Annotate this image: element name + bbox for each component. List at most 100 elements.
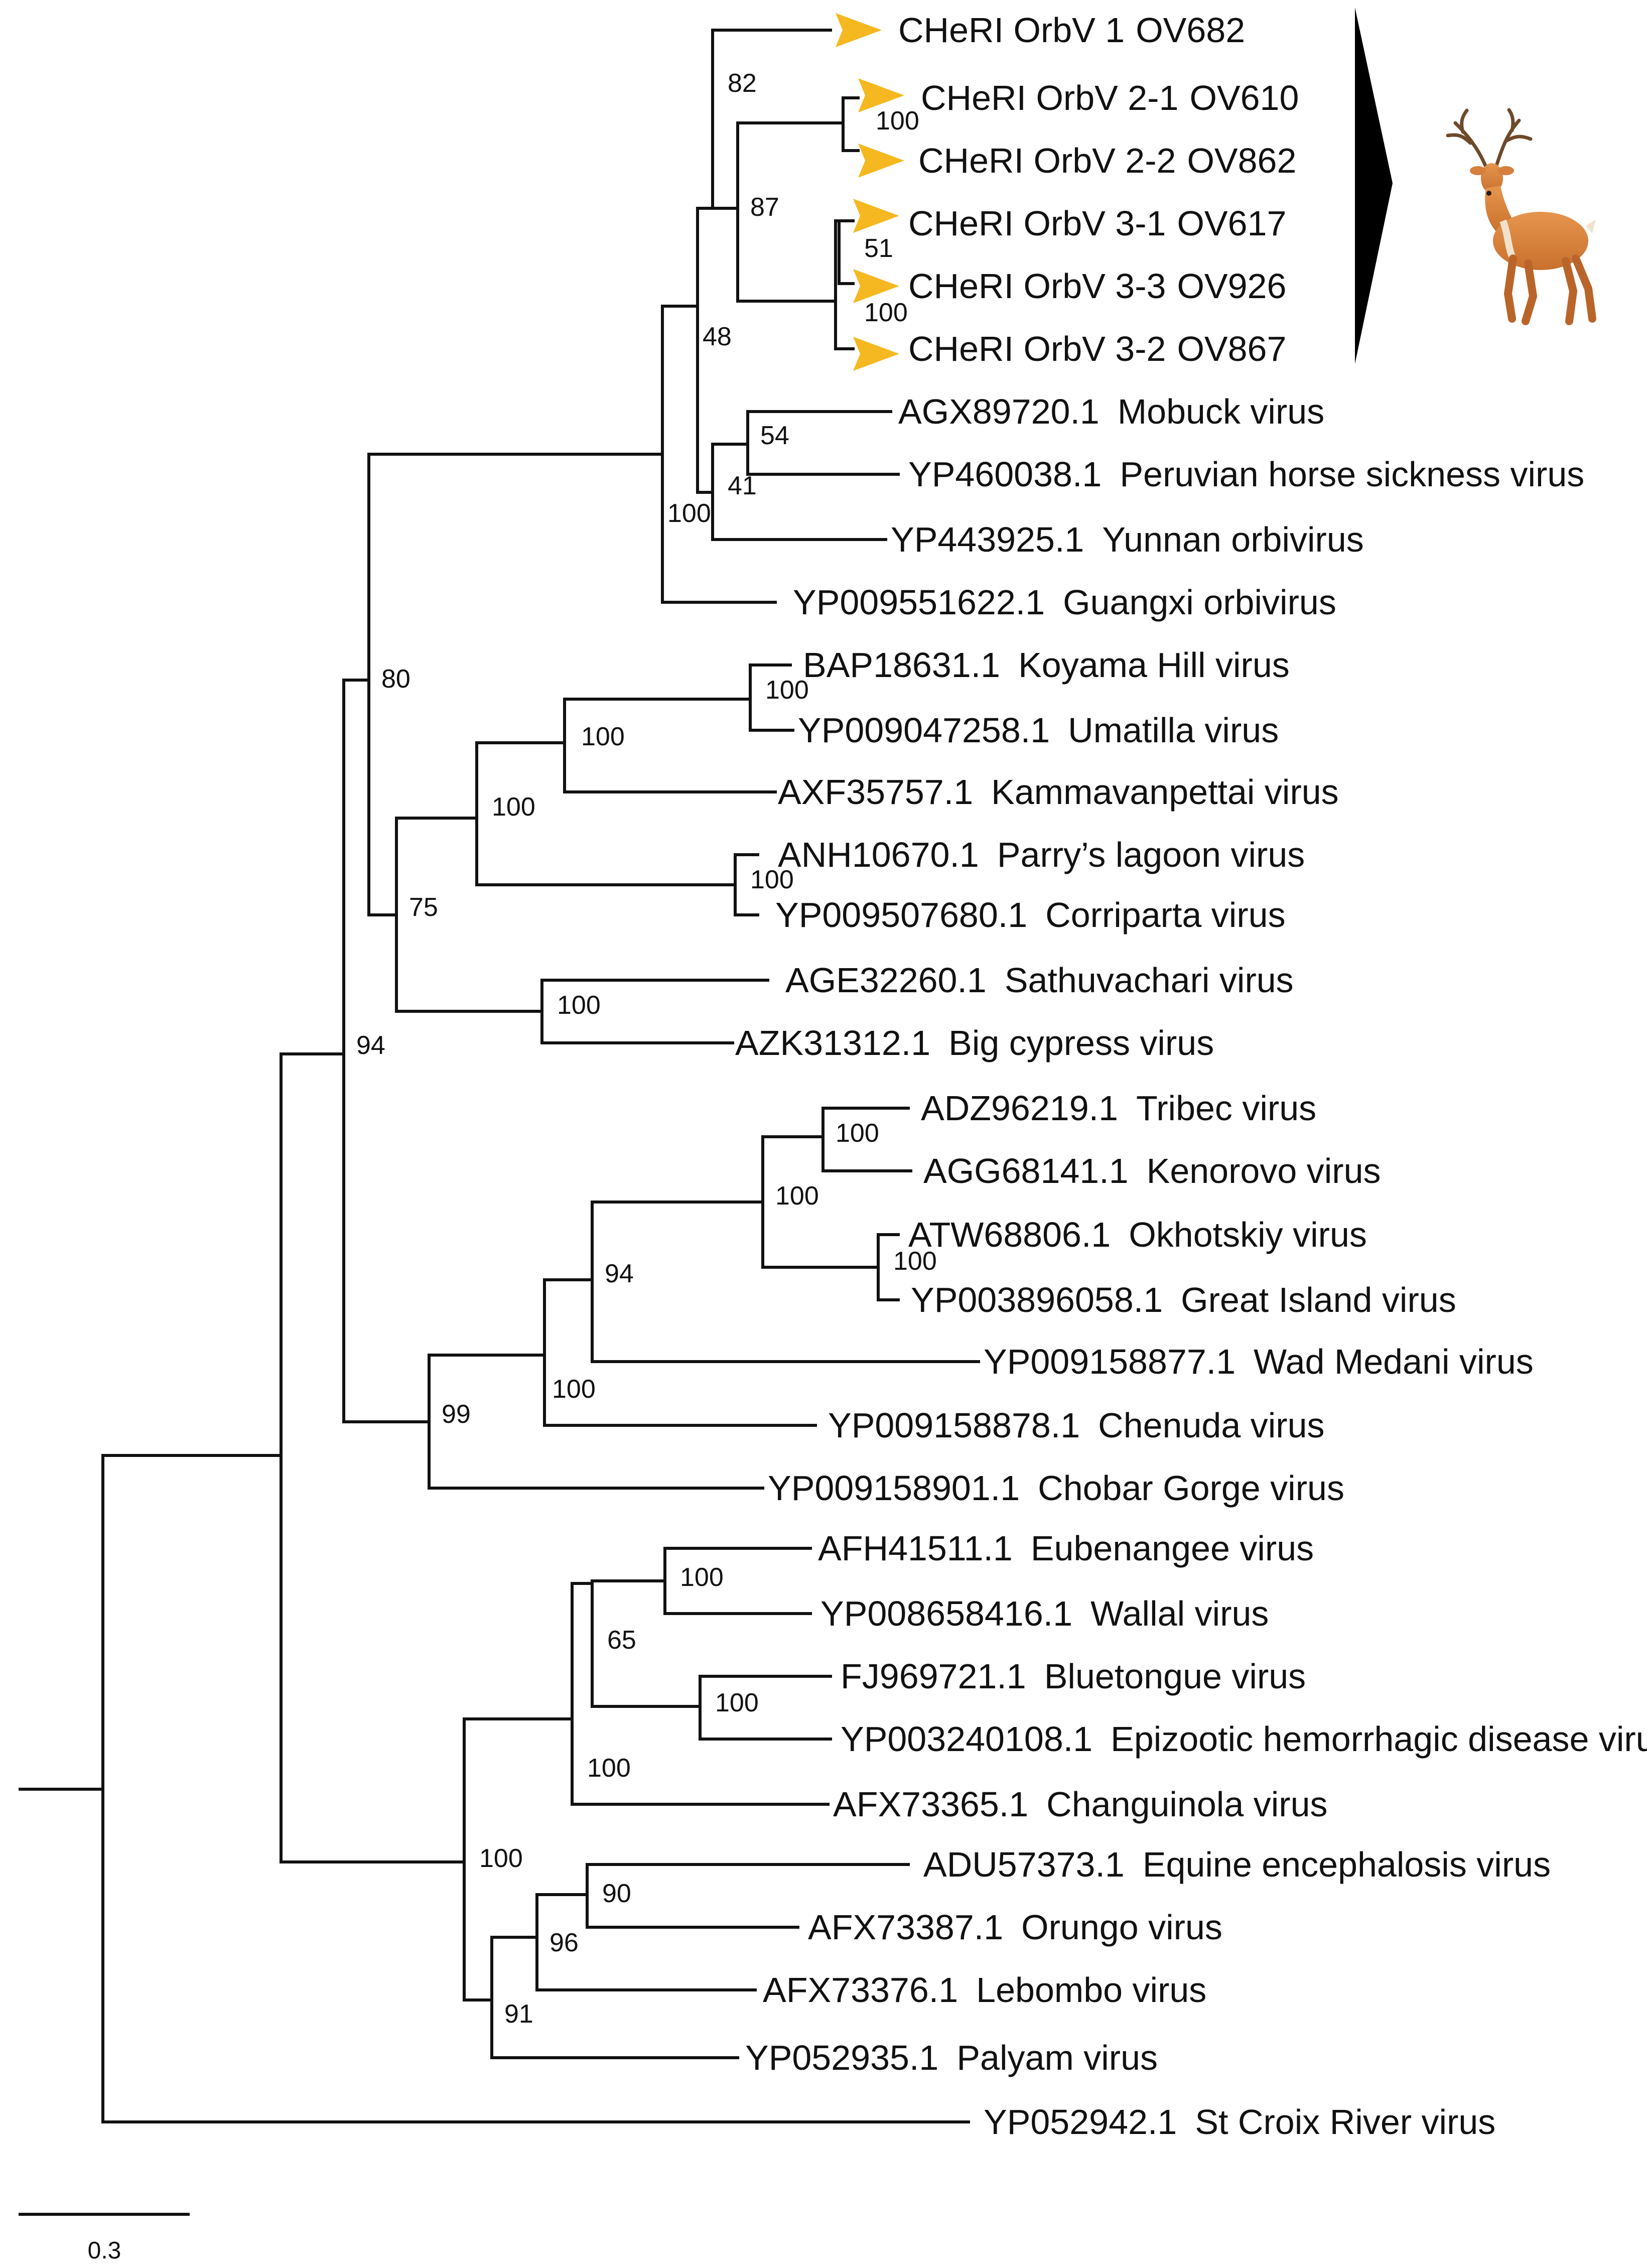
leaf-label: YP009158901.1 Chobar Gorge virus	[768, 1469, 1344, 1508]
leaf-name: Chenuda virus	[1098, 1406, 1324, 1445]
support-value: 48	[703, 322, 732, 351]
leaf-name: Okhotskiy virus	[1129, 1215, 1367, 1254]
bootstrap-support-values: 1005110087825441481001001001001001007580…	[356, 69, 937, 2029]
leaf-accession: AFX73387.1	[808, 1908, 1003, 1947]
leaf-accession: AGG68141.1	[923, 1151, 1129, 1190]
support-value: 82	[728, 69, 757, 98]
support-value: 96	[550, 1928, 579, 1957]
support-value: 100	[552, 1375, 596, 1404]
leaf-label: AGE32260.1 Sathuvachari virus	[785, 961, 1294, 1000]
leaf-accession: YP052942.1	[984, 2102, 1177, 2142]
leaf-name: Yunnan orbivirus	[1102, 520, 1363, 559]
support-value: 100	[836, 1119, 879, 1148]
leaf-name: Sathuvachari virus	[1005, 961, 1294, 1000]
support-value: 94	[605, 1259, 634, 1288]
support-value: 87	[750, 193, 779, 222]
leaf-name: Umatilla virus	[1068, 711, 1279, 750]
leaf-accession: YP009047258.1	[798, 711, 1050, 750]
support-value: 100	[581, 722, 625, 751]
host-marker-icon	[853, 337, 899, 371]
leaf-accession: AFX73365.1	[833, 1785, 1028, 1824]
leaf-accession: FJ969721.1	[841, 1657, 1026, 1696]
support-value: 91	[504, 1999, 533, 2029]
leaf-label: AZK31312.1 Big cypress virus	[735, 1023, 1214, 1062]
leaf-name: Koyama Hill virus	[1018, 645, 1290, 685]
leaf-label: YP443925.1 Yunnan orbivirus	[891, 520, 1364, 559]
leaf-accession: AFH41511.1	[818, 1529, 1013, 1568]
support-value: 90	[602, 1879, 631, 1908]
leaf-label: BAP18631.1 Koyama Hill virus	[803, 645, 1290, 685]
support-value: 100	[864, 298, 908, 327]
host-marker-icon	[853, 269, 899, 303]
leaf-name: Palyam virus	[956, 2038, 1158, 2077]
support-value: 100	[680, 1563, 724, 1592]
support-value: 41	[728, 471, 757, 500]
leaf-name: Chobar Gorge virus	[1038, 1469, 1344, 1508]
leaf-accession: CHeRI OrbV 3-3	[908, 266, 1166, 306]
leaf-name: Big cypress virus	[948, 1023, 1214, 1062]
support-value: 75	[409, 893, 438, 922]
leaf-name: Kammavanpettai virus	[991, 772, 1339, 812]
support-value: 100	[715, 1688, 759, 1717]
leaf-name: OV682	[1136, 11, 1245, 50]
leaf-accession: AZK31312.1	[735, 1023, 930, 1062]
host-clade-bracket	[1355, 8, 1393, 364]
leaf-accession: YP052935.1	[745, 2038, 938, 2077]
leaf-accession: AGE32260.1	[785, 961, 987, 1000]
leaf-name: OV610	[1189, 78, 1299, 117]
host-marker-icon	[858, 78, 904, 112]
leaf-accession: YP009507680.1	[775, 895, 1027, 935]
leaf-name: OV617	[1177, 204, 1286, 243]
support-value: 94	[356, 1031, 385, 1060]
support-value: 51	[864, 234, 893, 263]
leaf-accession: CHeRI OrbV 2-1	[921, 78, 1178, 117]
leaf-label: ATW68806.1 Okhotskiy virus	[908, 1215, 1367, 1254]
leaf-accession: BAP18631.1	[803, 645, 1000, 685]
leaf-name: Tribec virus	[1136, 1089, 1316, 1128]
leaf-name: Changuinola virus	[1046, 1785, 1327, 1824]
scale-bar: 0.3	[19, 2213, 190, 2264]
support-value: 100	[775, 1181, 819, 1211]
leaf-label: YP052935.1 Palyam virus	[745, 2038, 1158, 2077]
leaf-name: Parry’s lagoon virus	[997, 835, 1305, 874]
support-value: 54	[760, 421, 789, 450]
leaf-accession: YP009158877.1	[984, 1342, 1236, 1381]
leaf-accession: ANH10670.1	[778, 835, 979, 874]
deer-icon	[1446, 108, 1596, 325]
leaf-name: Great Island virus	[1181, 1280, 1456, 1319]
tree-branches	[19, 29, 980, 2123]
leaf-accession: AXF35757.1	[778, 772, 973, 812]
leaf-accession: ATW68806.1	[908, 1215, 1111, 1254]
host-marker-icon	[853, 199, 899, 233]
host-markers	[836, 13, 904, 371]
leaf-accession: YP003896058.1	[911, 1280, 1163, 1319]
leaf-name: St Croix River virus	[1195, 2102, 1495, 2142]
support-value: 99	[442, 1400, 471, 1429]
leaf-label: ANH10670.1 Parry’s lagoon virus	[778, 835, 1305, 874]
support-value: 100	[893, 1247, 937, 1276]
leaf-accession: YP009551622.1	[793, 583, 1045, 622]
support-value: 100	[765, 676, 809, 705]
leaf-accession: AGX89720.1	[898, 392, 1100, 431]
leaf-accession: CHeRI OrbV 3-2	[908, 329, 1166, 368]
leaf-accession: YP443925.1	[891, 520, 1084, 559]
leaf-name: Corriparta virus	[1045, 895, 1285, 935]
leaf-accession: YP460038.1	[908, 455, 1102, 494]
support-value: 100	[492, 792, 535, 822]
leaf-accession: YP009158901.1	[768, 1469, 1020, 1508]
leaf-name: Lebombo virus	[976, 1970, 1206, 2010]
